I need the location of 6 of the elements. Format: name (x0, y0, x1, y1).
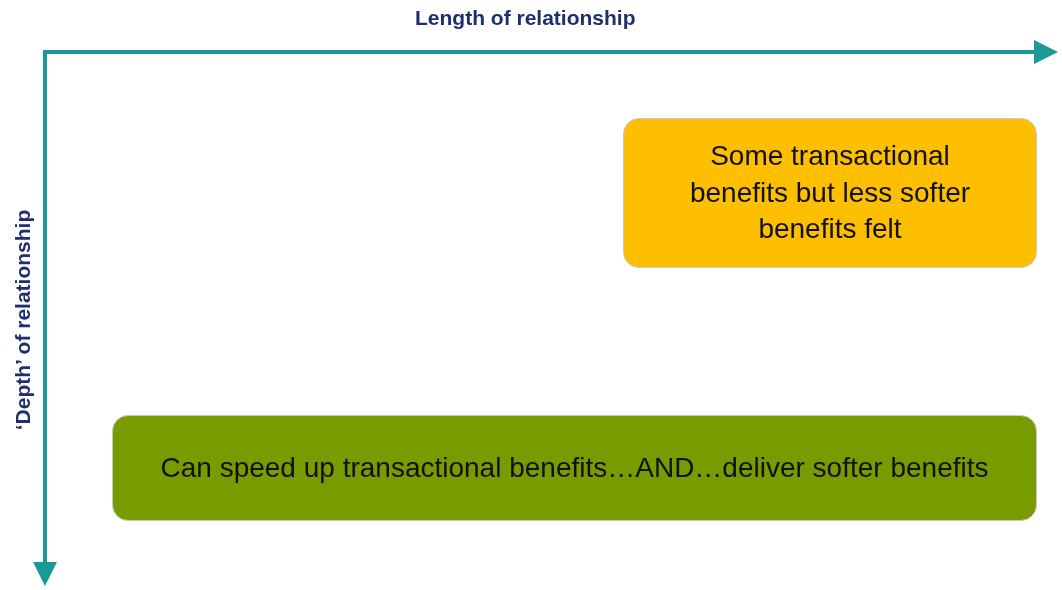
axis-title: Length of relationship (415, 6, 636, 30)
axis-title: ‘Depth’ of relationship (11, 208, 35, 433)
text-box (112, 415, 1037, 521)
box-text: Can speed up transactional benefits…AND…deliver softer benefits (160, 450, 989, 485)
box-text: Some transactional benefits but less softer benefits felt (688, 139, 972, 247)
text-box (623, 118, 1037, 268)
